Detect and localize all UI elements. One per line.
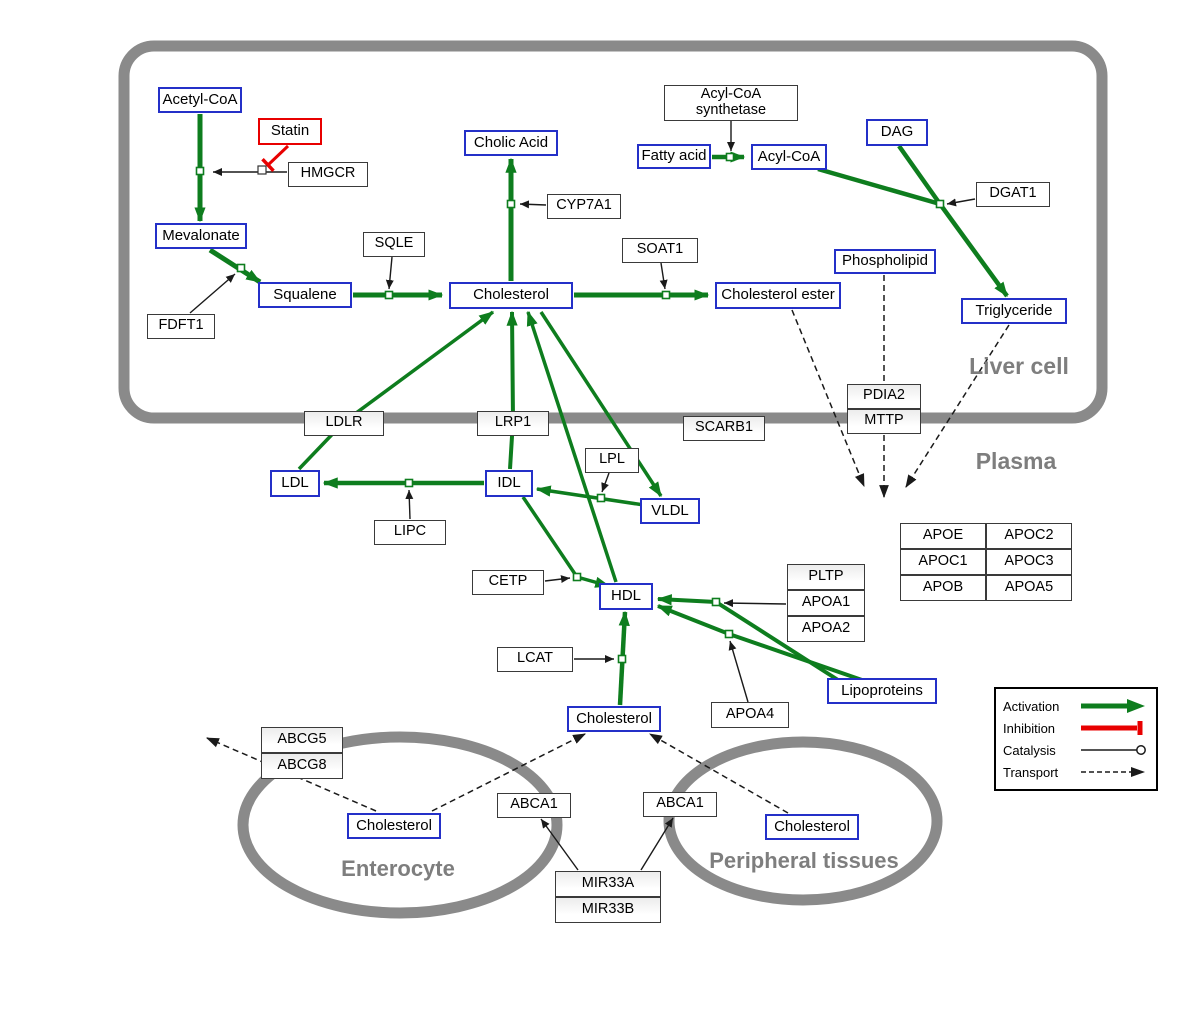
edge-cholesterol-to-vldl bbox=[539, 311, 663, 498]
edge-lipoproteins-to-hdl-lower bbox=[656, 604, 863, 682]
edge-cyp7a1-catalysis bbox=[519, 200, 547, 209]
statin-hmgcr-junction bbox=[257, 165, 267, 175]
enterocyte-compartment bbox=[237, 731, 563, 919]
edge-soat1-catalysis bbox=[659, 262, 668, 290]
edge-acyl-coa-to-dgat1-node bbox=[817, 166, 941, 207]
inhibition-tbar bbox=[261, 157, 275, 173]
legend-row-activation: Activation bbox=[1003, 696, 1149, 716]
edge-apoa-stack-catalysis bbox=[723, 599, 787, 608]
inhibition-tbar-icon bbox=[1081, 721, 1143, 735]
edge-cholesterol-efflux-abca1-right bbox=[649, 733, 789, 814]
reaction-anchor bbox=[506, 199, 516, 209]
reaction-anchor bbox=[617, 654, 627, 664]
reaction-anchor bbox=[661, 290, 671, 300]
edge-statin-inhibits-hmgcr bbox=[266, 144, 290, 167]
edge-dag-to-dgat1-node bbox=[897, 144, 942, 206]
legend-catalysis-label: Catalysis bbox=[1003, 742, 1056, 758]
reaction-anchor bbox=[572, 572, 582, 582]
peripheral-tissues-label: Peripheral tissues bbox=[709, 848, 899, 873]
legend-row-catalysis: Catalysis bbox=[1003, 740, 1149, 760]
edge-mir33-to-abca1-right bbox=[640, 817, 674, 871]
edge-mevalonate-to-squalene bbox=[208, 247, 262, 285]
edge-hdl-to-cholesterol bbox=[526, 310, 618, 583]
enterocyte-label: Enterocyte bbox=[341, 856, 455, 881]
legend-row-transport: Transport bbox=[1003, 762, 1149, 782]
edge-lpl-catalysis bbox=[601, 472, 610, 493]
legend-activation-label: Activation bbox=[1003, 698, 1060, 714]
reaction-anchor bbox=[195, 166, 205, 176]
reaction-anchor bbox=[724, 629, 734, 639]
reaction-anchor bbox=[935, 199, 945, 209]
edge-dgat1-catalysis bbox=[946, 198, 976, 207]
plasma-label: Plasma bbox=[975, 448, 1057, 474]
edge-triglyceride-secretion bbox=[905, 324, 1010, 488]
edge-cholesterol-ester-secretion bbox=[791, 309, 865, 488]
reaction-anchor bbox=[404, 478, 414, 488]
edge-fdft1-catalysis bbox=[189, 273, 236, 314]
edge-sqle-catalysis bbox=[385, 256, 394, 290]
reaction-anchor bbox=[236, 263, 246, 273]
transport-arrow-icon bbox=[1081, 767, 1145, 777]
edge-mir33-to-abca1-left bbox=[540, 818, 579, 871]
edge-cholesterol-efflux-abcg bbox=[206, 737, 377, 812]
edge-lipc-catalysis bbox=[405, 489, 414, 520]
reaction-anchor bbox=[384, 290, 394, 300]
catalysis-line-icon bbox=[1081, 745, 1146, 755]
legend-transport-label: Transport bbox=[1003, 764, 1059, 780]
legend-row-inhibition: Inhibition bbox=[1003, 718, 1149, 738]
reaction-anchor bbox=[711, 597, 721, 607]
liver-cell-compartment bbox=[118, 40, 1108, 424]
legend-inhibition-label: Inhibition bbox=[1003, 720, 1056, 736]
peripheral-tissues-compartment bbox=[663, 736, 943, 906]
edge-idl-to-cholesterol-via-lrp1 bbox=[506, 310, 518, 470]
reaction-anchor bbox=[725, 152, 735, 162]
edge-apoa4-catalysis bbox=[728, 640, 749, 703]
edge-idl-to-hdl-via-cetp bbox=[521, 496, 611, 588]
edge-ldl-to-cholesterol-via-ldlr bbox=[297, 310, 495, 471]
edge-vldl-to-idl bbox=[535, 485, 645, 507]
edge-cetp-catalysis bbox=[544, 575, 571, 584]
reaction-anchor bbox=[596, 493, 606, 503]
liver-cell-label: Liver cell bbox=[969, 353, 1069, 379]
legend: Activation Inhibition Catalysis Transpor… bbox=[994, 687, 1158, 791]
edge-dgat1-node-to-triglyceride bbox=[938, 202, 1009, 298]
activation-arrow-icon bbox=[1081, 699, 1145, 713]
edge-cholesterol-efflux-abca1-left bbox=[431, 733, 586, 812]
